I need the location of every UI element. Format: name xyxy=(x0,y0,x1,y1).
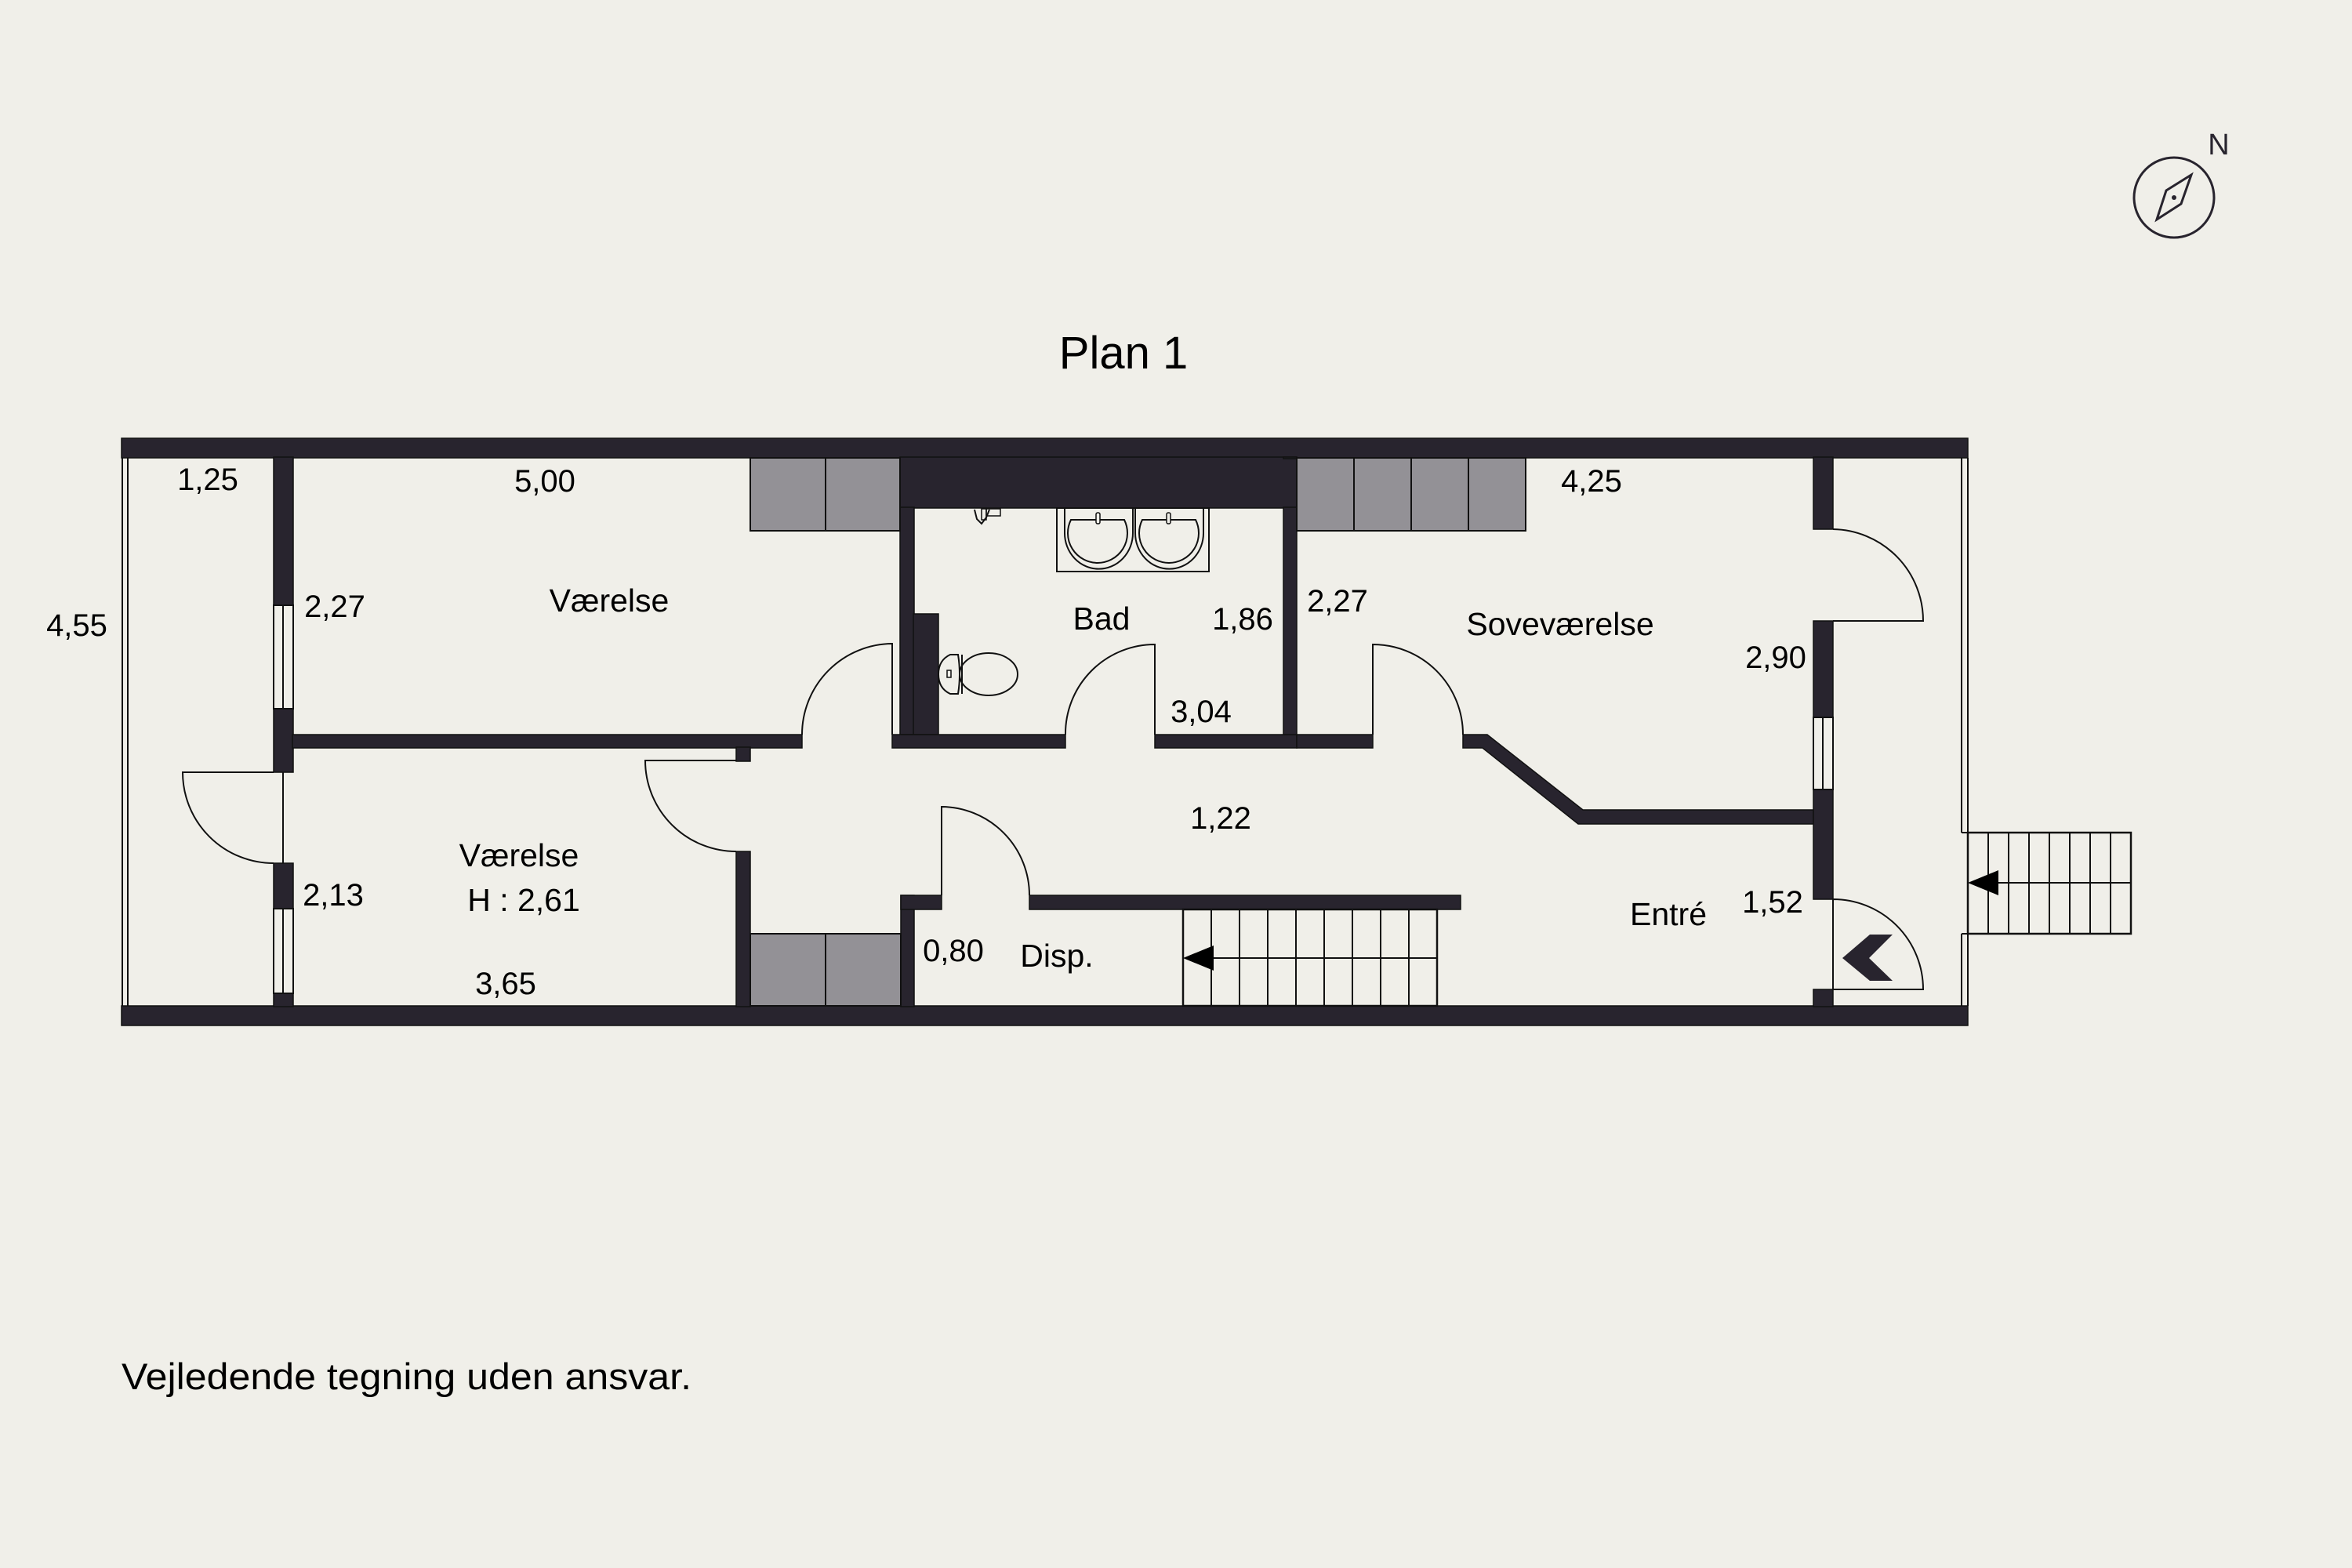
window-right xyxy=(1813,717,1834,790)
bad-width: 1,86 xyxy=(1212,602,1273,637)
room-labels: 1,25 4,55 5,00 2,27 Værelse Værelse H : … xyxy=(46,463,1806,1001)
vaerelse-lower-depth: 2,13 xyxy=(303,878,364,913)
sovevaerelse-width: 4,25 xyxy=(1561,464,1622,499)
sovevaerelse-depth-right: 2,90 xyxy=(1745,641,1806,675)
vaerelse-lower-height: H : 2,61 xyxy=(467,882,580,918)
vaerelse-upper-width: 5,00 xyxy=(514,464,575,499)
disp-width: 0,80 xyxy=(923,934,984,968)
exterior-stairs xyxy=(1966,831,2132,935)
door-sovevaerelse xyxy=(1372,643,1464,735)
window-upper-left xyxy=(273,604,294,710)
stairs-arrow-icon xyxy=(1183,946,1214,971)
vaerelse-upper-name: Værelse xyxy=(550,583,670,619)
disp-name: Disp. xyxy=(1020,938,1093,974)
door-disp xyxy=(941,805,1030,896)
entre-width: 1,52 xyxy=(1742,885,1803,920)
wardrobes xyxy=(750,457,1526,1007)
toilet-icon xyxy=(937,652,1018,696)
balcony-depth: 4,55 xyxy=(46,608,107,643)
door-sovevaerelse-balcony xyxy=(1832,528,1925,622)
doors xyxy=(181,528,1925,990)
bathroom-fixtures xyxy=(937,507,1210,696)
door-entry xyxy=(1832,898,1925,990)
exterior-stairs-arrow-icon xyxy=(1968,870,1998,895)
bad-name: Bad xyxy=(1073,601,1131,637)
entre-name: Entré xyxy=(1630,896,1707,932)
shower-tap-icon xyxy=(974,508,1001,525)
vaerelse-lower-name: Værelse xyxy=(459,837,579,873)
windows xyxy=(273,604,1834,994)
disclaimer-text: Vejledende tegning uden ansvar. xyxy=(122,1356,691,1397)
walls xyxy=(121,437,1969,1026)
sovevaerelse-name: Soveværelse xyxy=(1466,606,1653,642)
door-vaerelse-lower xyxy=(644,760,737,852)
vaerelse-upper-depth: 2,27 xyxy=(304,590,365,624)
bad-depth: 3,04 xyxy=(1171,695,1232,729)
sovevaerelse-depth-left: 2,27 xyxy=(1307,584,1368,619)
double-sink xyxy=(1056,507,1210,572)
vaerelse-lower-width: 3,65 xyxy=(475,967,536,1001)
window-lower-left xyxy=(273,908,294,994)
entrance-chevron-icon xyxy=(1842,935,1893,981)
balcony-width: 1,25 xyxy=(177,463,238,497)
hall-width: 1,22 xyxy=(1190,801,1251,836)
door-vaerelse-upper xyxy=(801,642,893,735)
north-label: N xyxy=(2208,129,2229,162)
door-balcony xyxy=(181,771,284,864)
interior-stairs xyxy=(1181,908,1439,1007)
door-bad xyxy=(1064,643,1156,735)
compass-icon xyxy=(2132,156,2216,239)
balcony-outline xyxy=(122,458,1969,1006)
plan-title: Plan 1 xyxy=(1059,328,1188,379)
